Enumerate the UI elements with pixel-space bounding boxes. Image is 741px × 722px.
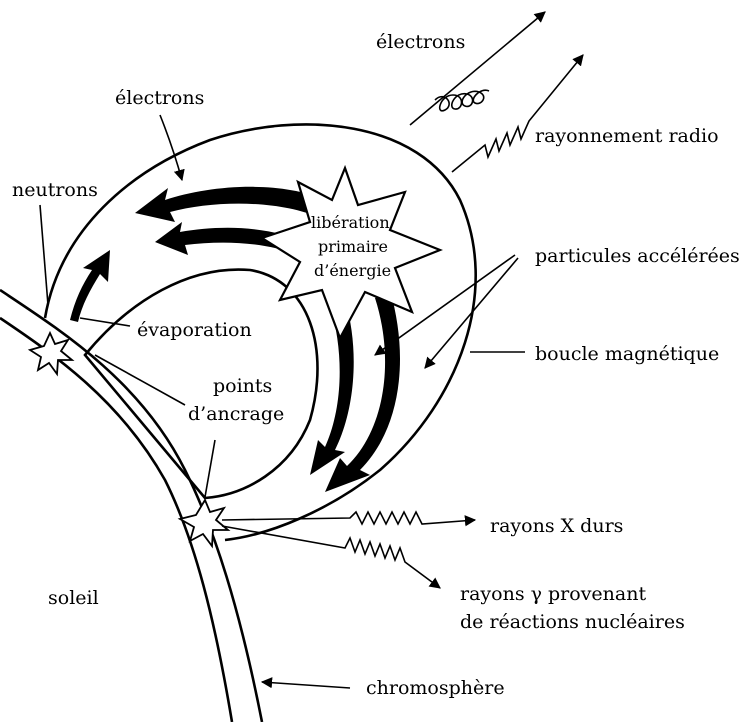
label-hard-xrays: rayons X durs [490, 515, 623, 537]
label-electrons-top: électrons [376, 31, 465, 53]
anchor-pointer-1 [95, 355, 185, 405]
electron-helix [435, 90, 489, 111]
electron-flow-arrow-upper [135, 187, 325, 222]
label-gamma-line-2: de réactions nucléaires [460, 611, 685, 633]
hard-xray-arrow [222, 512, 475, 524]
label-anchor-line-2: d’ancrage [188, 403, 284, 425]
footpoint-star-bottom [180, 500, 228, 546]
label-release-line-1: libération [311, 213, 390, 232]
label-sun: soleil [48, 587, 99, 609]
evaporation-pointer [80, 318, 130, 326]
label-electrons-left: électrons [115, 87, 204, 109]
neutrons-pointer [40, 205, 48, 305]
label-evaporation: évaporation [137, 319, 252, 341]
label-gamma-line-1: rayons γ provenant [460, 583, 646, 605]
label-chromosphere: chromosphère [366, 677, 505, 699]
electrons-pointer [160, 115, 182, 180]
outer-magnetic-loop [45, 124, 476, 540]
label-anchor-line-1: points [213, 375, 272, 397]
label-neutrons: neutrons [12, 179, 98, 201]
label-magnetic-loop: boucle magnétique [535, 343, 719, 365]
inner-magnetic-loop [85, 270, 318, 498]
label-release-line-3: d’énergie [314, 261, 391, 280]
chromosphere-pointer [262, 682, 350, 688]
anchor-pointer-2 [205, 440, 215, 497]
footpoint-star-left [30, 333, 72, 374]
evaporation-arrow [70, 250, 110, 322]
label-release-line-2: primaire [318, 237, 388, 256]
label-accelerated-particles: particules accélérées [535, 245, 740, 267]
electron-escape-arrow [410, 12, 545, 125]
label-radio: rayonnement radio [535, 125, 719, 147]
